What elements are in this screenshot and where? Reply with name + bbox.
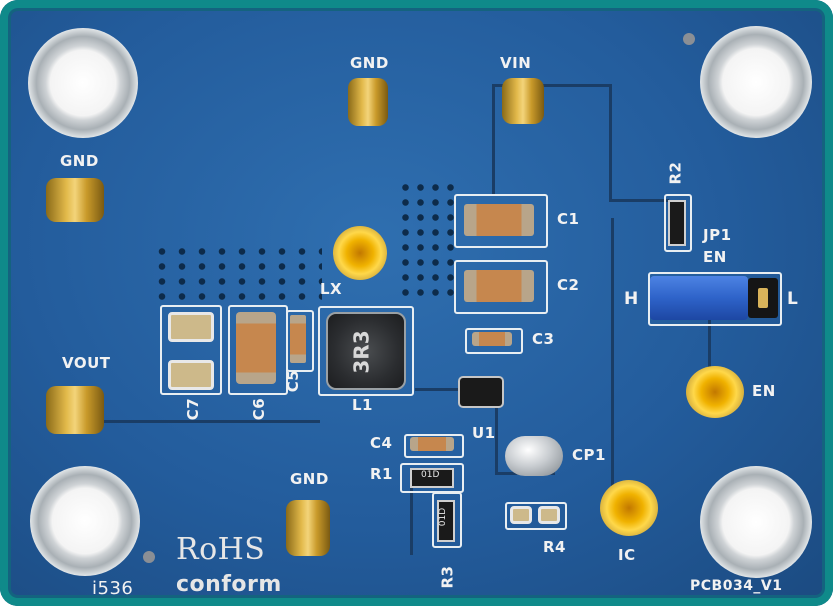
c4-capacitor bbox=[410, 437, 454, 451]
label-c6: C6 bbox=[250, 397, 269, 421]
via-field-2 bbox=[398, 180, 458, 300]
gnd-bottom-connector[interactable] bbox=[286, 500, 330, 556]
vin-trace-r2 bbox=[609, 199, 669, 202]
label-c1: C1 bbox=[557, 210, 580, 228]
label-gnd-top: GND bbox=[350, 54, 389, 72]
label-u1: U1 bbox=[472, 424, 496, 442]
label-c4: C4 bbox=[370, 434, 393, 452]
fiducial-bottom-left bbox=[143, 551, 155, 563]
c2-capacitor bbox=[464, 270, 534, 302]
c6-capacitor bbox=[236, 312, 276, 384]
r3-resistor bbox=[437, 500, 455, 542]
label-gnd-left: GND bbox=[60, 152, 99, 170]
label-jp1: JP1 bbox=[703, 226, 732, 244]
jp1-pin-tip bbox=[758, 288, 768, 308]
en-jp-trace bbox=[708, 320, 711, 380]
label-c2: C2 bbox=[557, 276, 580, 294]
c7-pad-top bbox=[168, 312, 214, 342]
fiducial-top-right bbox=[683, 33, 695, 45]
vin-trace-left bbox=[492, 84, 495, 194]
l1-inductor bbox=[326, 312, 406, 390]
gnd-top-connector[interactable] bbox=[348, 78, 388, 126]
c2-outline bbox=[454, 260, 548, 314]
mounting-hole-bottom-left bbox=[30, 466, 140, 576]
c5-outline bbox=[286, 310, 314, 372]
c3-capacitor bbox=[472, 332, 512, 346]
jp1-outline bbox=[648, 272, 782, 326]
label-cp1: CP1 bbox=[572, 446, 606, 464]
label-c7: C7 bbox=[184, 397, 203, 421]
label-r1: R1 bbox=[370, 465, 393, 483]
c7-pad-bottom bbox=[168, 360, 214, 390]
r3-marking: 01D bbox=[438, 507, 449, 527]
en-trace bbox=[611, 218, 614, 508]
label-r2: R2 bbox=[666, 161, 685, 185]
label-l: L bbox=[787, 289, 799, 309]
r4-pad-right bbox=[538, 506, 560, 524]
label-c3: C3 bbox=[532, 330, 555, 348]
label-r4: R4 bbox=[543, 538, 566, 556]
mounting-hole-top-left bbox=[28, 28, 138, 138]
label-c5: C5 bbox=[284, 369, 303, 393]
en-test-point[interactable] bbox=[686, 366, 744, 418]
label-l1: L1 bbox=[352, 396, 373, 414]
label-vin: VIN bbox=[500, 54, 532, 72]
label-en-test-point: EN bbox=[752, 382, 776, 400]
l1-outline bbox=[318, 306, 414, 396]
c7-outline bbox=[160, 305, 222, 395]
via-field bbox=[152, 244, 322, 304]
label-gnd-bottom: GND bbox=[290, 470, 329, 488]
gnd-left-connector[interactable] bbox=[46, 178, 104, 222]
c4-outline bbox=[404, 434, 464, 458]
r2-outline bbox=[664, 194, 692, 252]
mounting-hole-top-right bbox=[700, 26, 812, 138]
c1-capacitor bbox=[464, 204, 534, 236]
vin-trace-down bbox=[609, 84, 612, 202]
cp1-solder-bridge bbox=[505, 436, 563, 476]
inductor-marking: 3R3 bbox=[349, 330, 374, 374]
label-ic: IC bbox=[618, 546, 636, 564]
mounting-hole-bottom-right bbox=[700, 466, 812, 578]
label-h: H bbox=[624, 289, 639, 309]
c5-capacitor bbox=[290, 315, 306, 363]
u1-trace bbox=[415, 388, 470, 391]
r1-trace bbox=[410, 480, 413, 555]
board-code: i536 bbox=[92, 578, 134, 599]
r1-resistor bbox=[410, 468, 454, 488]
lx-test-point[interactable] bbox=[333, 226, 387, 280]
pcb-id: PCB034_V1 bbox=[690, 578, 783, 594]
cp1-trace bbox=[495, 405, 498, 475]
c1-outline bbox=[454, 194, 548, 248]
r2-resistor bbox=[668, 200, 686, 246]
vin-trace bbox=[492, 84, 612, 87]
label-en-jumper: EN bbox=[703, 248, 727, 266]
rohs-logo: RoHS bbox=[176, 532, 266, 567]
vout-trace bbox=[70, 420, 320, 423]
label-r3: R3 bbox=[438, 565, 457, 589]
r4-outline bbox=[505, 502, 567, 530]
jp1-jumper[interactable] bbox=[650, 276, 748, 320]
u1-chip bbox=[460, 378, 502, 406]
conform-text: conform bbox=[176, 572, 282, 597]
vin-connector[interactable] bbox=[502, 78, 544, 124]
vout-connector[interactable] bbox=[46, 386, 104, 434]
ic-test-point[interactable] bbox=[600, 480, 658, 536]
label-vout: VOUT bbox=[62, 354, 111, 372]
r1-marking: 01D bbox=[421, 470, 440, 480]
label-lx: LX bbox=[320, 280, 343, 298]
r3-outline bbox=[432, 492, 462, 548]
c3-outline bbox=[465, 328, 523, 354]
r4-pad-left bbox=[510, 506, 532, 524]
